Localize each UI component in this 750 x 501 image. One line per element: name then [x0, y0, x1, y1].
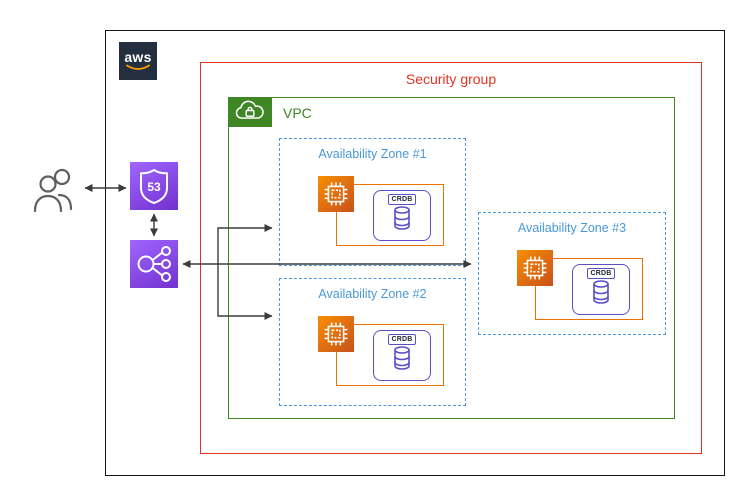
aws-cloud-boundary: aws Security group VPC A	[105, 30, 725, 476]
aws-smile-icon	[126, 64, 150, 70]
crdb-node-icon: CRDB	[373, 190, 431, 241]
ec2-instance-group: CRDB	[336, 324, 444, 386]
aws-logo: aws	[119, 42, 157, 80]
security-group-boundary: Security group VPC Availability Zone #1	[200, 62, 702, 454]
ec2-icon	[517, 250, 553, 286]
vpc-label: VPC	[283, 105, 312, 121]
route53-label: 53	[147, 180, 161, 194]
security-group-label: Security group	[405, 71, 497, 87]
crdb-node-icon: CRDB	[373, 330, 431, 381]
crdb-node-icon: CRDB	[572, 264, 630, 315]
vpc-icon	[227, 96, 272, 127]
ec2-instance-group: CRDB	[336, 184, 444, 246]
availability-zone-1: Availability Zone #1 CRDB	[279, 138, 466, 266]
load-balancer-icon	[130, 240, 178, 288]
database-icon	[394, 206, 410, 230]
crdb-label: CRDB	[388, 334, 416, 345]
database-icon	[593, 280, 609, 304]
availability-zone-2: Availability Zone #2 CRDB	[279, 278, 466, 406]
ec2-instance-group: CRDB	[535, 258, 643, 320]
ec2-icon	[318, 176, 354, 212]
availability-zone-2-label: Availability Zone #2	[318, 287, 427, 301]
vpc-boundary: VPC Availability Zone #1 CRDB	[227, 96, 675, 419]
users-icon	[33, 168, 73, 213]
crdb-label: CRDB	[388, 194, 416, 205]
crdb-label: CRDB	[587, 268, 615, 279]
aws-logo-text: aws	[124, 49, 152, 65]
availability-zone-3-label: Availability Zone #3	[517, 221, 627, 235]
route53-icon: 53	[130, 162, 178, 210]
database-icon	[394, 346, 410, 370]
ec2-icon	[318, 316, 354, 352]
availability-zone-1-label: Availability Zone #1	[318, 147, 427, 161]
availability-zone-3: Availability Zone #3 CRDB	[478, 212, 666, 335]
